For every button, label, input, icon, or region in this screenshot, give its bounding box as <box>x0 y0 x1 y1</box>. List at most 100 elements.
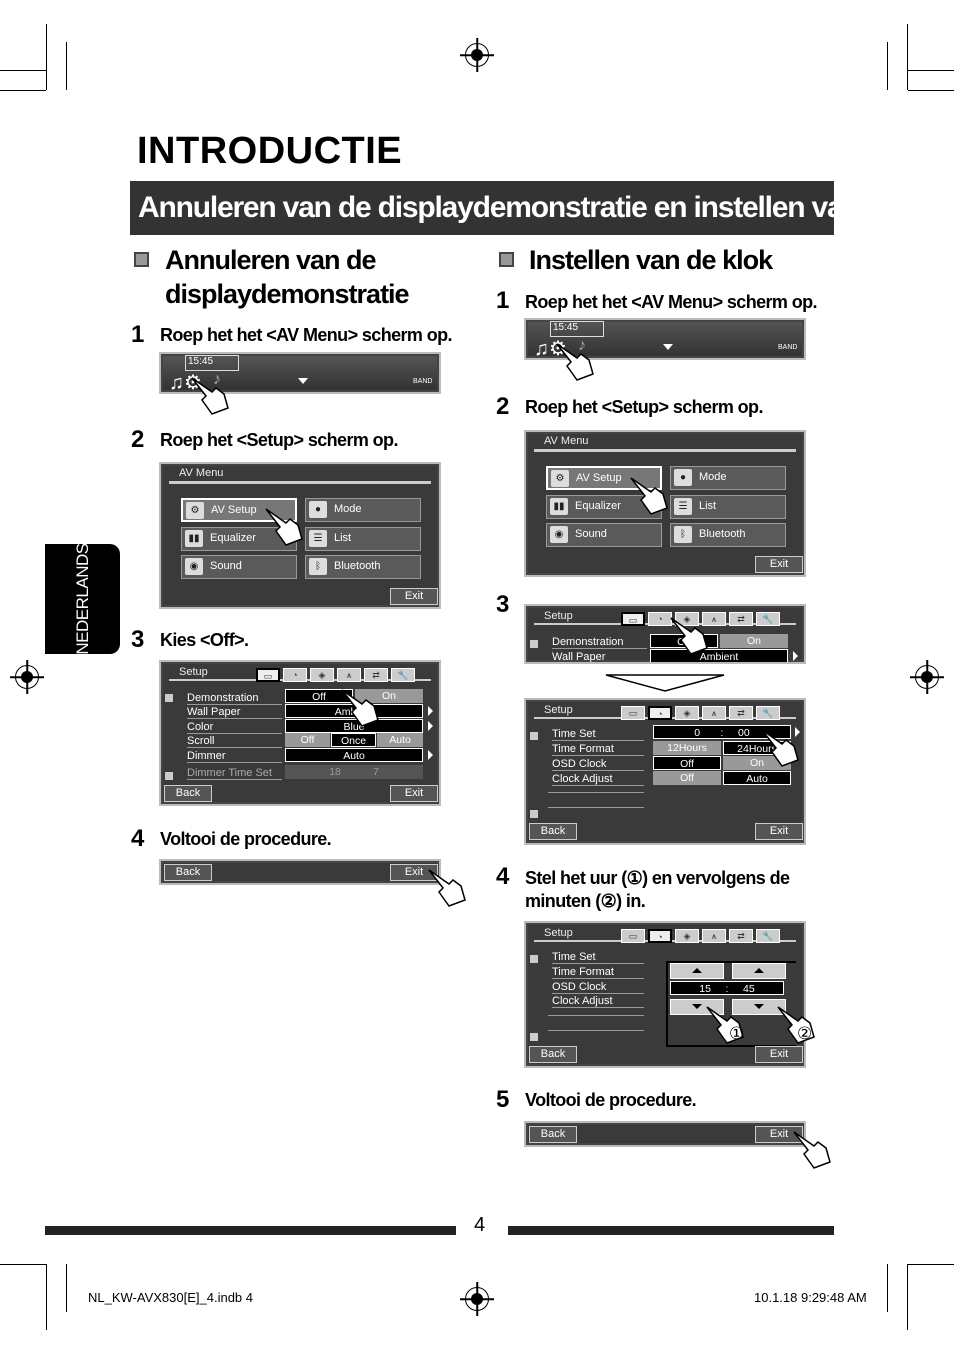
row-time-set[interactable]: Time Set <box>552 951 644 964</box>
pointing-hand-icon <box>556 343 594 381</box>
system-tab[interactable]: ⇄ <box>364 668 388 682</box>
crop-mark <box>46 1264 47 1330</box>
sound-button[interactable]: ◉Sound <box>181 555 297 579</box>
scroll-up-icon[interactable] <box>530 640 538 648</box>
chevron-down-icon[interactable] <box>663 344 673 350</box>
back-button[interactable]: Back <box>529 1046 577 1063</box>
exit-button[interactable]: Exit <box>390 588 438 605</box>
exit-button[interactable]: Exit <box>755 556 803 573</box>
back-button[interactable]: Back <box>529 823 577 840</box>
tools-tab[interactable]: 🔧 <box>756 706 780 720</box>
antenna-tab[interactable]: ⩚ <box>702 706 726 720</box>
system-tab[interactable]: ⇄ <box>729 706 753 720</box>
dimmer-value[interactable]: Auto <box>285 748 423 762</box>
row-osd-clock[interactable]: OSD Clock <box>552 981 644 994</box>
row-time-format[interactable]: Time Format <box>552 966 644 979</box>
demo-on-option[interactable]: On <box>355 689 423 703</box>
input-tab[interactable]: ◈ <box>675 706 699 720</box>
exit-button[interactable]: Exit <box>755 1126 803 1143</box>
back-button[interactable]: Back <box>164 864 212 881</box>
demo-on-option[interactable]: On <box>720 634 788 648</box>
wallpaper-value[interactable]: Ambient <box>650 649 788 662</box>
clock-tab[interactable]: ◔ <box>283 668 307 682</box>
row-demonstration[interactable]: Demonstration <box>552 636 647 649</box>
row-scroll[interactable]: Scroll <box>187 735 282 748</box>
chevron-right-icon[interactable] <box>428 721 433 731</box>
row-demonstration[interactable]: Demonstration <box>187 692 282 705</box>
chevron-down-icon[interactable] <box>298 378 308 384</box>
scroll-up-icon[interactable] <box>530 955 538 963</box>
osd-off-option[interactable]: Off <box>653 756 721 770</box>
row-wall-paper[interactable]: Wall Paper <box>552 651 647 662</box>
list-button[interactable]: ☰List <box>670 495 786 519</box>
list-button[interactable]: ☰List <box>305 527 421 551</box>
tools-tab[interactable]: 🔧 <box>756 612 780 626</box>
input-tab[interactable]: ◈ <box>675 929 699 943</box>
antenna-tab[interactable]: ⩚ <box>337 668 361 682</box>
mode-button[interactable]: ●Mode <box>670 466 786 490</box>
chevron-right-icon[interactable] <box>428 706 433 716</box>
clock-tab[interactable]: ◔ <box>648 612 672 626</box>
antenna-tab[interactable]: ⩚ <box>702 929 726 943</box>
scroll-up-icon[interactable] <box>165 694 173 702</box>
row-dimmer-time-set[interactable]: Dimmer Time Set <box>187 767 282 780</box>
scroll-auto-option[interactable]: Auto <box>377 733 423 747</box>
display-tab[interactable]: ▭ <box>256 668 280 682</box>
scroll-down-icon[interactable] <box>530 810 538 818</box>
display-tab[interactable]: ▭ <box>621 706 645 720</box>
dimmer-time-value[interactable]: 18 7 <box>285 765 423 779</box>
chevron-right-icon[interactable] <box>795 727 800 737</box>
time-set-value[interactable]: 0 : 00 <box>653 725 791 739</box>
scroll-once-option[interactable]: Once <box>331 733 376 747</box>
display-tab[interactable]: ▭ <box>621 929 645 943</box>
input-tab[interactable]: ◈ <box>675 612 699 626</box>
tools-tab[interactable]: 🔧 <box>756 929 780 943</box>
tools-tab[interactable]: 🔧 <box>391 668 415 682</box>
display-tab[interactable]: ▭ <box>621 612 645 626</box>
scroll-off-option[interactable]: Off <box>285 733 330 747</box>
scroll-down-icon[interactable] <box>530 1033 538 1041</box>
row-dimmer[interactable]: Dimmer <box>187 750 282 763</box>
sound-button[interactable]: ◉Sound <box>546 523 662 547</box>
osd-on-option[interactable]: On <box>723 756 791 770</box>
av-setup-button[interactable]: ⚙AV Setup <box>181 498 297 522</box>
row-clock-adjust[interactable]: Clock Adjust <box>552 995 644 1008</box>
music-settings-icon[interactable]: ♫⚙ <box>169 372 202 394</box>
row-color[interactable]: Color <box>187 721 282 734</box>
back-button[interactable]: Back <box>529 1126 577 1143</box>
input-tab[interactable]: ◈ <box>310 668 334 682</box>
chevron-right-icon[interactable] <box>428 750 433 760</box>
format-12h-option[interactable]: 12Hours <box>653 741 721 755</box>
antenna-tab[interactable]: ⩚ <box>702 612 726 626</box>
adjust-off-option[interactable]: Off <box>653 771 721 785</box>
clock-tab[interactable]: ◔ <box>648 706 672 720</box>
system-tab[interactable]: ⇄ <box>729 612 753 626</box>
mode-button[interactable]: ●Mode <box>305 498 421 522</box>
step-number: 4 <box>496 863 510 890</box>
music-settings-icon[interactable]: ♫⚙ <box>534 338 567 360</box>
row-osd-clock[interactable]: OSD Clock <box>552 758 644 771</box>
back-button[interactable]: Back <box>164 785 212 802</box>
exit-button[interactable]: Exit <box>755 1046 803 1063</box>
row-time-format[interactable]: Time Format <box>552 743 644 756</box>
exit-button[interactable]: Exit <box>390 785 438 802</box>
row-clock-adjust[interactable]: Clock Adjust <box>552 773 644 786</box>
chevron-right-icon[interactable] <box>793 651 798 661</box>
phone-icon[interactable]: ♪ <box>213 371 221 388</box>
adjust-auto-option[interactable]: Auto <box>723 771 791 785</box>
exit-button[interactable]: Exit <box>390 864 438 881</box>
row-time-set[interactable]: Time Set <box>552 728 644 741</box>
step-number: 3 <box>496 591 510 618</box>
exit-button[interactable]: Exit <box>755 823 803 840</box>
phone-icon[interactable]: ♪ <box>578 337 586 354</box>
scroll-up-icon[interactable] <box>530 732 538 740</box>
chevron-up-icon <box>754 968 764 973</box>
row-wall-paper[interactable]: Wall Paper <box>187 706 282 719</box>
system-tab[interactable]: ⇄ <box>729 929 753 943</box>
color-value[interactable]: Blue <box>285 719 423 733</box>
clock-tab[interactable]: ◔ <box>648 929 672 943</box>
demo-off-option[interactable]: Off <box>285 689 353 703</box>
scroll-down-icon[interactable] <box>165 772 173 780</box>
